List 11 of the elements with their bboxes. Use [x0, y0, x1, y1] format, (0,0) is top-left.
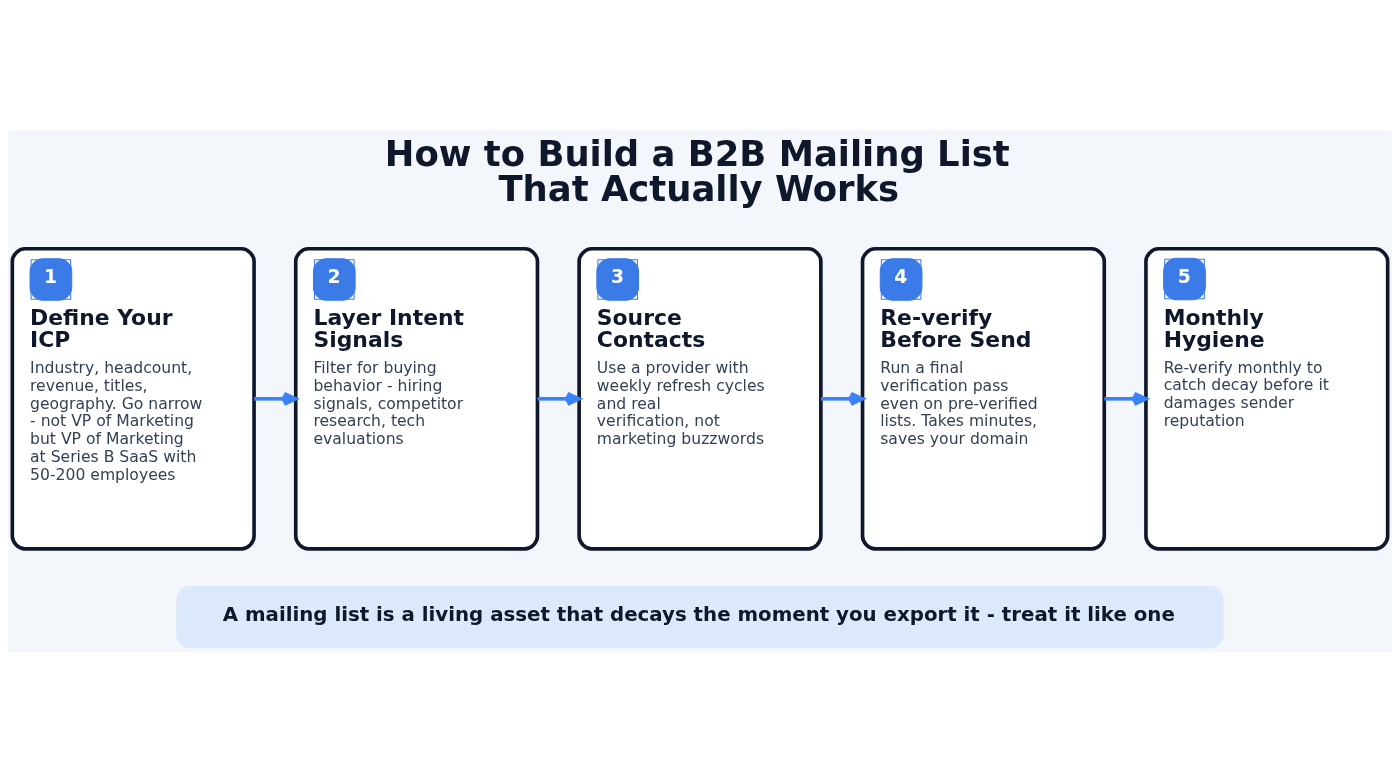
node-box: A mailing list is a living asset that decays the moment you export it - treat it like one — [176, 585, 1224, 648]
node-box: 5 Monthly Hygiene Re-verify monthly to catch decay before it damages sender reputation — [1144, 246, 1390, 551]
arrow — [1104, 391, 1148, 406]
diagram-title: How to Build a B2B Mailing List That Actually Works — [384, 132, 1010, 209]
node-box: 4 Re-verify Before Send Run a final verification pass even on pre-verified lists. Takes minutes, saves your domain — [860, 246, 1107, 551]
arrow — [254, 391, 298, 406]
node-box: 3 Source Contacts Use a provider with weekly refresh cycles and real verification, not marketing buzzwords — [577, 246, 823, 551]
node-box: 1 Define Your ICP Industry, headcount, revenue, titles, geography. Go narrow - not VP of Marketing but VP of Marketing at Series B SaaS with 50-200 employees — [10, 246, 256, 551]
node-box: 2 Layer Intent Signals Filter for buying behavior - hiring signals, competitor research, tech evaluations — [293, 246, 540, 551]
arrow — [820, 391, 865, 406]
arrow — [537, 391, 581, 406]
